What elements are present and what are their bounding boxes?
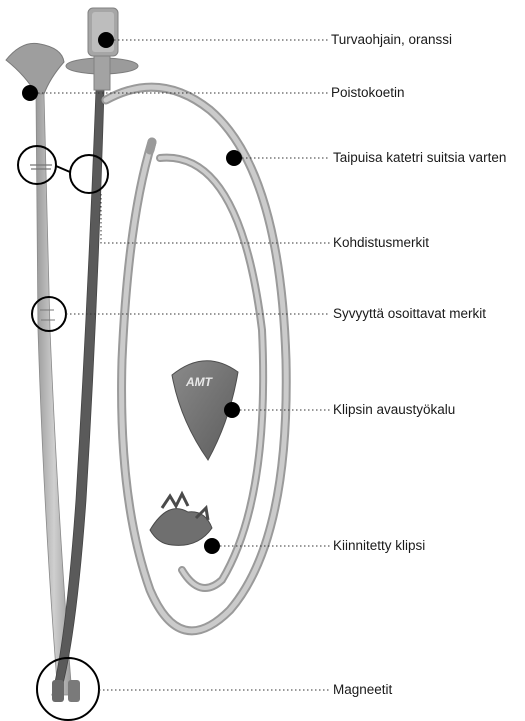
alignment-circle-left	[17, 145, 57, 185]
dot-clip-opener	[224, 402, 240, 418]
magnets-circle	[36, 657, 100, 721]
alignment-connector	[55, 165, 71, 173]
label-clip-opener: Klipsin avaustyökalu	[333, 402, 456, 417]
removal-probe	[5, 42, 73, 696]
label-safety-guide: Turvaohjain, oranssi	[331, 32, 453, 47]
safety-guide	[65, 7, 139, 91]
label-attached-clip: Kiinnitetty klipsi	[333, 538, 426, 553]
label-magnets: Magneetit	[333, 682, 393, 697]
label-depth-marks: Syvyyttä osoittavat merkit	[333, 306, 487, 321]
leader-lines	[30, 39, 330, 691]
alignment-circle-right	[69, 154, 109, 194]
dot-safety-guide	[98, 32, 114, 48]
callout-dots	[22, 32, 242, 554]
label-removal-probe: Poistokoetin	[331, 85, 405, 100]
dot-attached-clip	[204, 538, 220, 554]
attached-clip	[149, 490, 213, 546]
leader-alignment-marks	[100, 194, 330, 244]
tool-logo: AMT	[185, 375, 214, 389]
clip-opener-tool: AMT	[171, 360, 239, 461]
dot-removal-probe	[22, 85, 38, 101]
flexible-catheter	[101, 82, 291, 636]
label-flexible-catheter: Taipuisa katetri suitsia varten	[333, 150, 507, 165]
magnet-tips	[52, 680, 80, 702]
label-alignment-marks: Kohdistusmerkit	[333, 235, 430, 250]
dot-flexible-catheter	[226, 150, 242, 166]
